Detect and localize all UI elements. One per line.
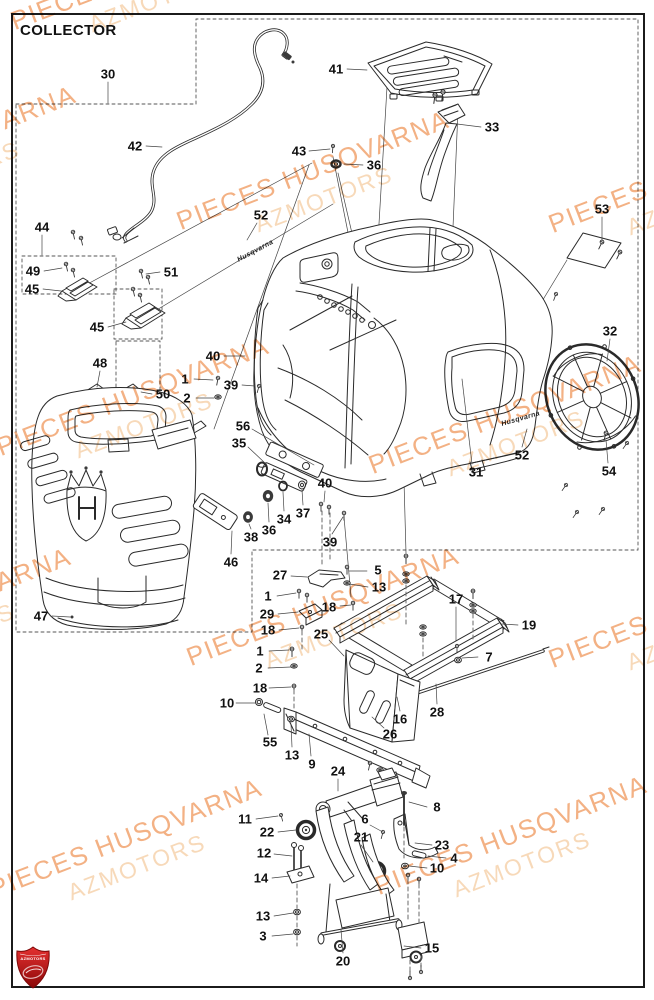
leader-line-51: [145, 271, 161, 275]
leader-line-6: [369, 824, 382, 832]
leader-line-54: [605, 439, 609, 464]
leader-line-13: [273, 912, 294, 917]
leader-line-38: [248, 523, 252, 530]
lower-beam: [255, 698, 431, 789]
leader-line-20: [340, 929, 344, 954]
brand-badge-left: Husqvarna: [236, 239, 274, 264]
leader-line-2: [267, 666, 292, 669]
leader-line-45: [107, 321, 127, 328]
leader-line-1: [276, 592, 297, 597]
leader-line-3: [271, 933, 294, 937]
leader-line-21: [360, 844, 374, 863]
leader-line-9: [308, 733, 312, 757]
top-grille: [367, 41, 493, 102]
leader-line-18: [339, 604, 352, 607]
screw-and-grommet: [330, 143, 342, 169]
svg-text:Husqvarna: Husqvarna: [236, 239, 274, 264]
leader-line-18: [268, 686, 292, 689]
leader-line-43: [308, 148, 331, 152]
leader-line-31: [461, 378, 473, 465]
leader-line-28: [435, 683, 438, 705]
leader-line-36: [267, 502, 270, 523]
leader-line-27: [290, 575, 308, 578]
leader-line-10: [408, 865, 428, 869]
latch-handle: [420, 89, 466, 202]
leader-line-7: [461, 656, 479, 659]
leader-line-39: [331, 516, 344, 535]
leader-line-19: [501, 623, 519, 626]
leader-line-25: [328, 639, 345, 657]
leader-line-36: [343, 163, 364, 166]
oval-grille: [544, 343, 640, 451]
leader-line-47: [51, 615, 71, 618]
lower-frame: [286, 806, 429, 981]
leader-line-45: [42, 288, 62, 292]
leader-line-15: [403, 945, 422, 949]
leader-lines: [41, 68, 611, 954]
azmotors-logo: AZMOTORS: [16, 946, 50, 989]
hardware-cluster: [214, 375, 347, 523]
leader-line-29: [277, 611, 299, 615]
leader-line-41: [346, 68, 368, 71]
leader-line-39: [241, 384, 256, 387]
leader-line-35: [247, 446, 267, 465]
leader-line-14: [271, 875, 291, 879]
leader-line-52: [521, 428, 528, 448]
leader-line-32: [606, 338, 611, 362]
leader-line-34: [282, 491, 285, 512]
leader-line-1: [268, 649, 290, 652]
leader-line-52: [246, 222, 258, 241]
leader-line-12: [273, 853, 293, 857]
leader-line-18: [278, 627, 300, 631]
pivot-arm-assembly: [278, 760, 439, 882]
leader-line-13: [290, 723, 293, 748]
leader-line-46: [230, 530, 233, 555]
leader-line-40: [323, 490, 326, 503]
screw-group: [551, 232, 630, 519]
leader-line-26: [371, 716, 385, 729]
leader-line-16: [396, 696, 401, 712]
page-title: COLLECTOR: [20, 22, 117, 39]
cable-harness: [106, 28, 295, 244]
leader-line-22: [277, 829, 297, 833]
support-column: [289, 588, 421, 743]
leader-line-1: [193, 378, 214, 381]
leader-line-42: [145, 145, 163, 148]
leader-line-55: [263, 713, 269, 736]
rear-hood: [20, 387, 197, 630]
svg-text:AZMOTORS: AZMOTORS: [20, 956, 45, 961]
leader-line-8: [408, 801, 428, 808]
support-frame: [333, 553, 550, 698]
leader-line-13: [348, 583, 369, 588]
leader-line-4: [427, 855, 447, 859]
leader-line-49: [43, 267, 63, 272]
leader-line-48: [96, 370, 101, 388]
leader-line-23: [414, 842, 433, 846]
leader-line-56: [251, 428, 315, 466]
hook-rod: [307, 564, 351, 588]
leader-line-33: [456, 123, 482, 128]
leader-line-37: [301, 489, 304, 506]
leader-line-11: [255, 815, 279, 820]
latch-brackets: [57, 229, 166, 330]
leader-line-50: [140, 391, 153, 395]
striker-plate: [192, 493, 238, 531]
collector-body: [253, 218, 553, 498]
